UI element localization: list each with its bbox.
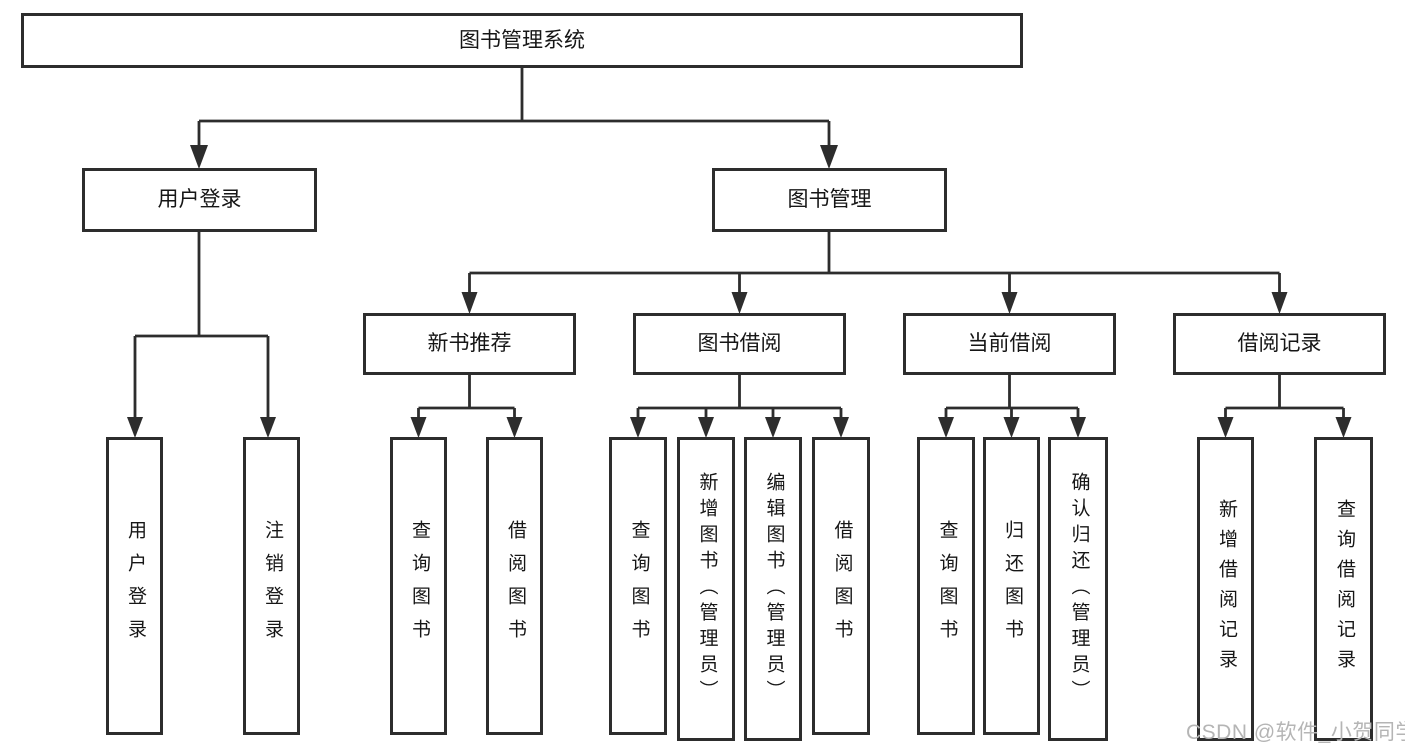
leaf-borrow-books-recommend: 借阅图书 <box>486 437 543 735</box>
leaf-logout: 注销登录 <box>243 437 300 735</box>
node-book-management: 图书管理 <box>712 168 947 232</box>
node-user-login: 用户登录 <box>82 168 317 232</box>
leaf-query-borrow-record: 查询借阅记录 <box>1314 437 1373 741</box>
leaf-borrow-books: 借阅图书 <box>812 437 870 735</box>
node-borrowing-records: 借阅记录 <box>1173 313 1386 375</box>
leaf-confirm-return-admin: 确认归还（管理员） <box>1048 437 1108 741</box>
node-book-borrowing: 图书借阅 <box>633 313 846 375</box>
csdn-watermark: CSDN @软件_小贺同学 <box>1186 721 1405 744</box>
leaf-edit-book-admin: 编辑图书（管理员） <box>744 437 802 741</box>
leaf-add-borrow-record: 新增借阅记录 <box>1197 437 1254 741</box>
leaf-return-book: 归还图书 <box>983 437 1040 735</box>
leaf-query-books-borrowing: 查询图书 <box>609 437 667 735</box>
leaf-query-books-recommend: 查询图书 <box>390 437 447 735</box>
leaf-user-login: 用户登录 <box>106 437 163 735</box>
leaf-query-books-current: 查询图书 <box>917 437 975 735</box>
leaf-add-book-admin: 新增图书（管理员） <box>677 437 735 741</box>
node-current-borrowing: 当前借阅 <box>903 313 1116 375</box>
node-new-book-recommend: 新书推荐 <box>363 313 576 375</box>
node-library-management-system: 图书管理系统 <box>21 13 1023 68</box>
